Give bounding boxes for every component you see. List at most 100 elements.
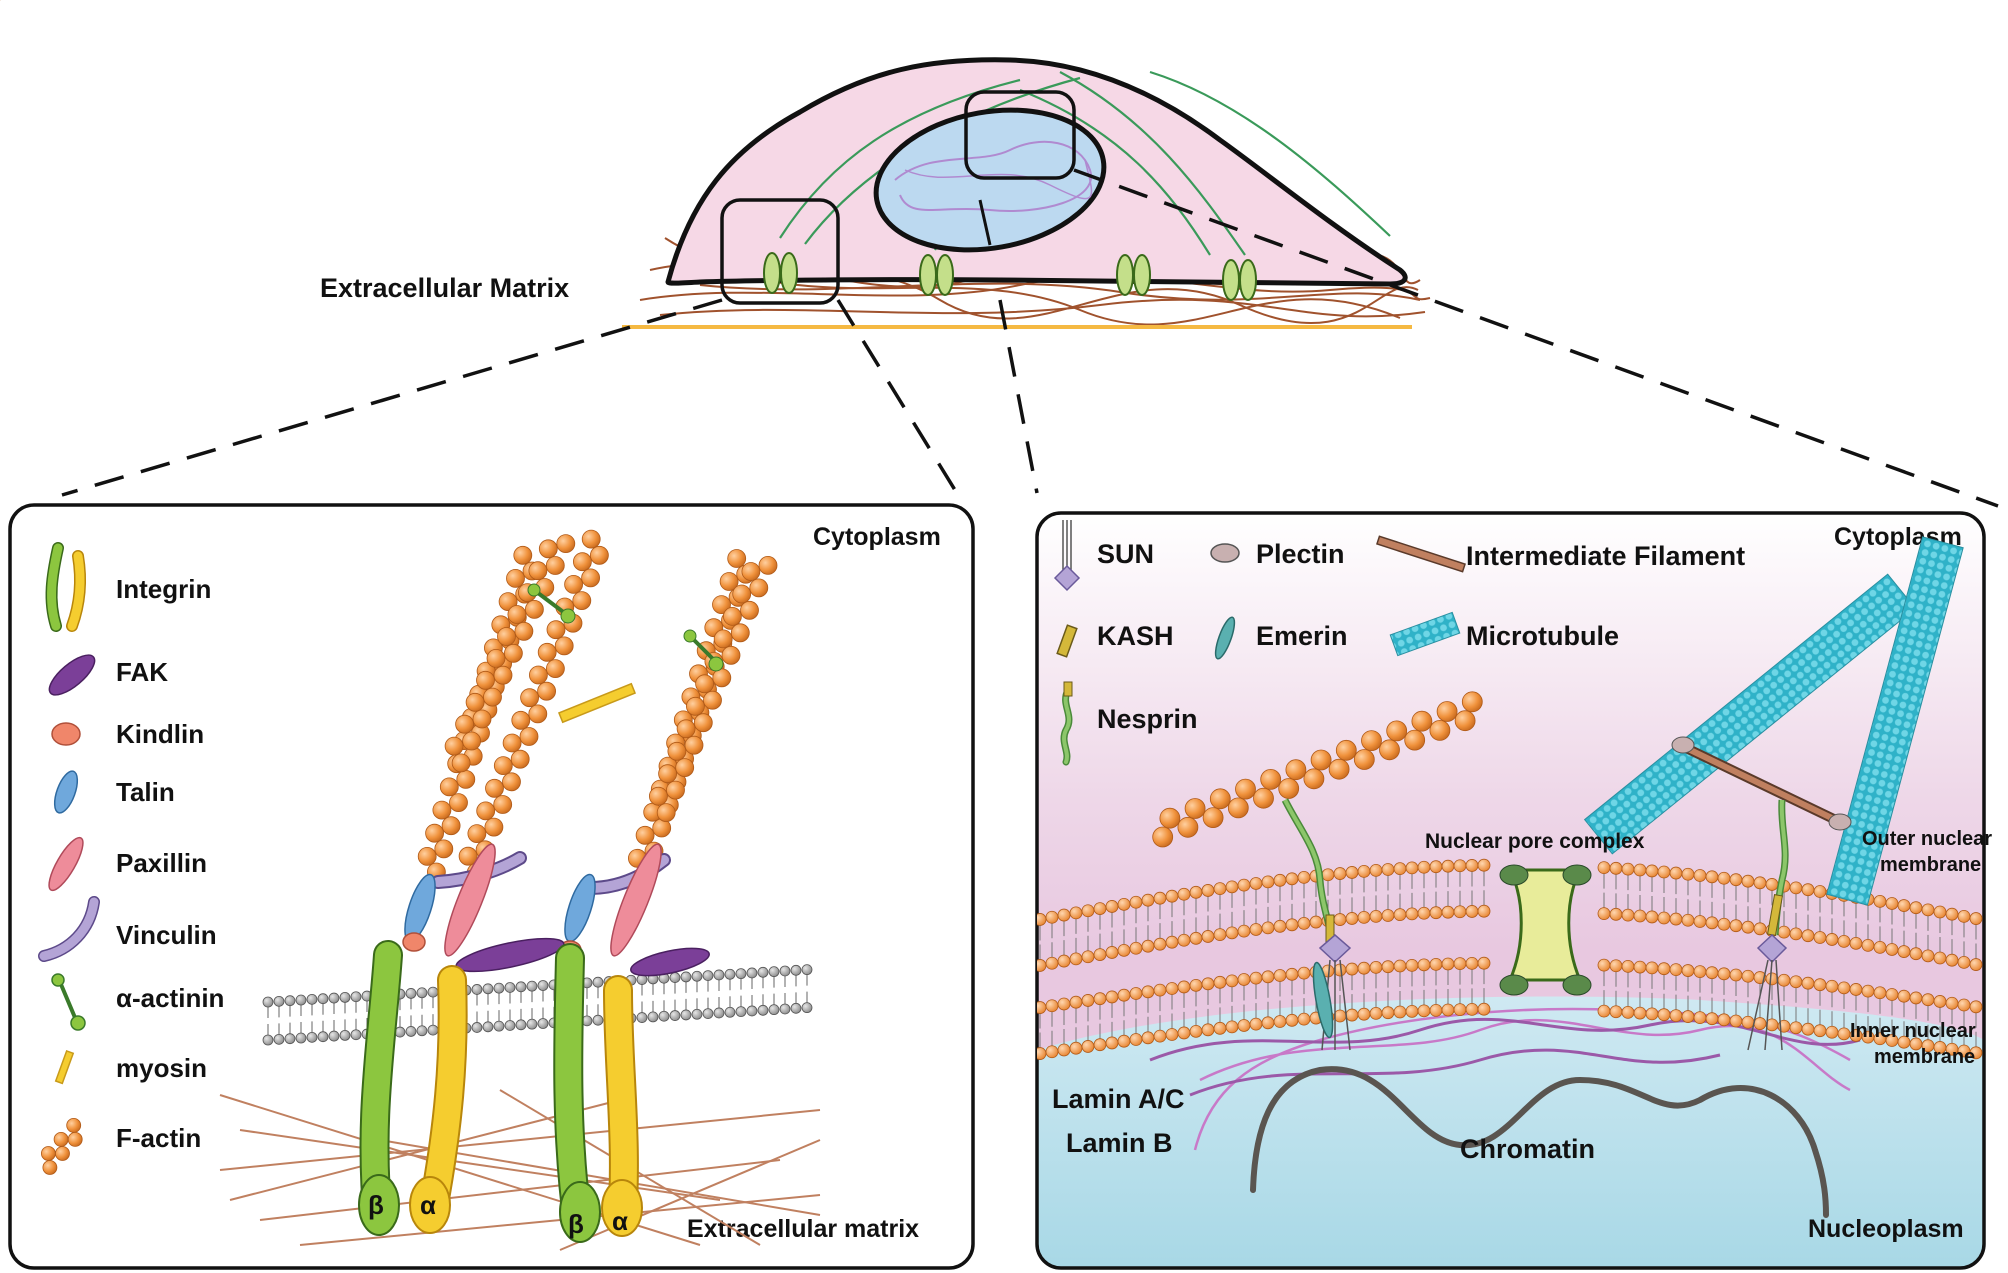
lipid-head [1417, 860, 1431, 874]
actin-monomer [1411, 710, 1433, 732]
intermediate-filament [1671, 736, 1852, 831]
actin-monomer [462, 731, 482, 751]
lipid-head [1681, 1010, 1695, 1023]
lipid-head [1333, 867, 1347, 880]
actin-monomer [649, 786, 668, 806]
lipid-head [1465, 859, 1479, 872]
actin-monomer [1202, 807, 1224, 828]
lipid-head [1405, 958, 1419, 972]
lipid-head [1945, 907, 1959, 921]
subunit-alpha-2: α [612, 1206, 628, 1236]
myosin-filament [557, 682, 637, 724]
lipid-head [1729, 1014, 1743, 1028]
lipid-head [1153, 1029, 1167, 1043]
lipid-head [1165, 889, 1179, 903]
lipid-head [526, 1018, 538, 1030]
lipid-head [1261, 921, 1275, 935]
lipid-head [1969, 1046, 1983, 1060]
lipid-head [1801, 1022, 1815, 1036]
lipid-head [284, 1033, 296, 1045]
plectin-icon [1210, 543, 1240, 563]
legend-talin-label: Talin [116, 777, 175, 807]
actin-monomer [484, 817, 504, 837]
actin-monomer [1353, 749, 1375, 770]
lipid-head [1681, 867, 1695, 881]
lipid-head [1873, 940, 1887, 954]
left-region-bottom: Extracellular matrix [687, 1215, 919, 1243]
lipid-head [1093, 902, 1107, 915]
integrin-2-alpha-head [601, 1179, 643, 1237]
actin-monomer [712, 595, 731, 614]
lipid-head [1069, 906, 1083, 920]
lipid-head [1381, 1006, 1395, 1020]
lipid-head [1369, 961, 1383, 974]
lipid-head [1477, 858, 1491, 872]
integrin-1-beta-head [358, 1174, 400, 1236]
lipid-head [1321, 868, 1335, 882]
nuclear-chromatin-lines-2 [904, 159, 1093, 200]
lipid-head [1789, 975, 1803, 989]
lipid-head [1453, 957, 1467, 971]
fak-2 [630, 947, 710, 977]
lipid-head [1813, 885, 1827, 898]
lipid-head [1717, 917, 1731, 931]
lipid-head [1129, 1033, 1143, 1046]
kash-icon [1056, 624, 1078, 658]
lipid-head [1657, 865, 1671, 879]
lipid-head [1105, 990, 1119, 1004]
actin-monomer [1328, 758, 1350, 780]
actin-monomer [686, 696, 705, 716]
actin-monomer [510, 749, 530, 769]
lipid-head [284, 995, 296, 1007]
ecm-label: Extracellular Matrix [320, 273, 569, 303]
lipid-head [1045, 956, 1059, 970]
lipid-head [493, 1020, 505, 1032]
lipid-head [482, 983, 494, 995]
lipid-head [1225, 974, 1239, 988]
actin-monomer [1379, 739, 1400, 761]
lipid-head [1921, 949, 1935, 963]
lipid-head [1093, 948, 1107, 961]
lipid-head [504, 982, 516, 993]
actin-monomer [467, 824, 487, 843]
actin-monomer [465, 692, 485, 712]
lipid-head [1261, 875, 1275, 889]
actin-monomer [666, 780, 685, 800]
lipid-head [526, 980, 538, 992]
lipid-head [1477, 1002, 1491, 1016]
actin-monomer [1454, 710, 1476, 732]
actin-monomer [502, 733, 522, 753]
lamin-b-label: Lamin B [1066, 1128, 1173, 1158]
lipid-head [1741, 920, 1755, 934]
lipid-head [1777, 973, 1791, 987]
actin-monomer [676, 719, 696, 739]
lipid-head [1189, 931, 1203, 945]
actin-monomer [1209, 788, 1231, 810]
lipid-head [1261, 1016, 1275, 1030]
actin-monomer [554, 636, 574, 656]
fak-icon [48, 654, 96, 696]
actin-monomer [1253, 787, 1274, 809]
actin-monomer [723, 607, 742, 626]
lipid-head [1177, 980, 1191, 994]
lipid-head [1897, 945, 1911, 958]
lipid-head [1297, 917, 1311, 930]
lipid-head [1597, 861, 1611, 875]
vinculin-icon-inner [39, 897, 99, 961]
lipid-head [1357, 1007, 1371, 1021]
lipid-head [1117, 988, 1131, 1002]
lipid-head [1657, 911, 1671, 925]
actin-monomer [425, 823, 445, 843]
actin-monomer [1461, 691, 1483, 713]
lipid-head [1957, 955, 1971, 969]
sun-icon [1053, 520, 1081, 592]
lipid-head [1945, 996, 1959, 1010]
lipid-head [350, 991, 362, 1003]
lipid-head [680, 1009, 692, 1021]
lipid-head [746, 967, 758, 979]
lipid-head [1849, 936, 1863, 950]
lipid-head [1621, 959, 1635, 973]
lipid-head [1465, 1002, 1479, 1016]
lipid-head [405, 988, 417, 999]
integrin-2-beta-head [559, 1181, 601, 1243]
